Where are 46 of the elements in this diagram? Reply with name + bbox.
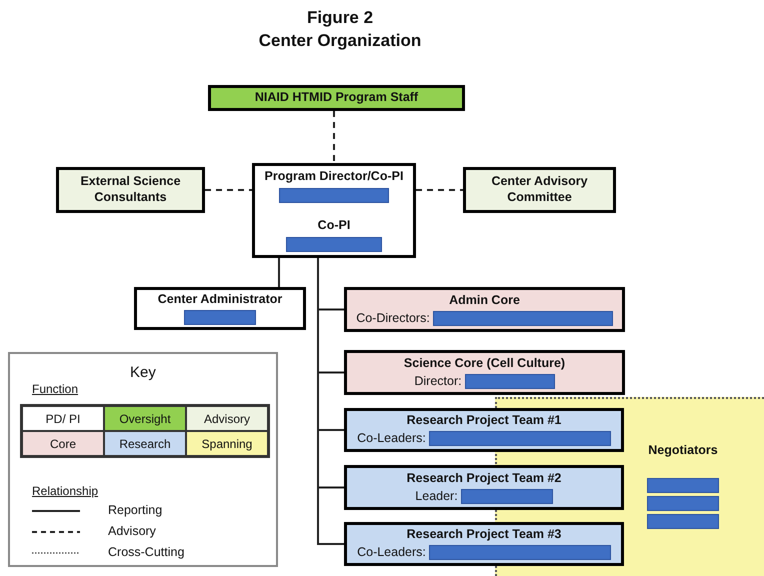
role-title: Program Director/Co-PI xyxy=(264,169,404,185)
section-heading: Relationship xyxy=(32,483,98,500)
role-label: Co-Directors: xyxy=(356,310,430,326)
org-box xyxy=(56,167,205,213)
advisory-connector xyxy=(205,189,252,191)
legend-label: PD/ PI xyxy=(46,410,80,428)
box-title: Research Project Team #1 xyxy=(406,413,562,429)
legend-label: Advisory xyxy=(204,410,250,428)
figure-number: Figure 2 xyxy=(306,7,374,29)
legend-label: Reporting xyxy=(108,502,162,520)
box-title: Science Core (Cell Culture) xyxy=(404,356,566,372)
role-label: Co-Leaders: xyxy=(357,431,426,447)
org-box xyxy=(344,522,624,566)
section-heading: Function xyxy=(32,381,78,398)
box-title: External Science Consultants xyxy=(79,174,182,206)
box-title: Center Advisory Committee xyxy=(490,174,589,206)
org-box xyxy=(344,350,625,395)
group-title: Negotiators xyxy=(648,443,718,459)
legend-label: Spanning xyxy=(202,436,252,452)
reporting-connector xyxy=(317,258,344,545)
role-label: Leader: xyxy=(415,488,458,504)
legend-label: Research xyxy=(119,436,171,452)
org-box xyxy=(252,163,416,258)
org-box xyxy=(463,167,616,213)
legend-label: Oversight xyxy=(119,410,171,428)
diagram-title: Center Organization xyxy=(258,30,422,52)
advisory-connector xyxy=(333,111,335,163)
org-box xyxy=(344,408,624,452)
box-title: Research Project Team #3 xyxy=(406,527,562,543)
key-heading: Key xyxy=(130,363,156,383)
role-label: Director: xyxy=(414,374,462,390)
org-box xyxy=(208,85,465,111)
role-title: Co-PI xyxy=(318,218,350,234)
box-title: Admin Core xyxy=(449,292,520,308)
org-box xyxy=(344,287,625,332)
advisory-connector xyxy=(416,189,463,191)
org-box xyxy=(344,465,624,510)
box-title: Research Project Team #2 xyxy=(406,470,562,486)
role-label: Co-Leaders: xyxy=(357,545,426,561)
org-box xyxy=(134,287,306,330)
reporting-connector xyxy=(278,258,280,287)
box-title: NIAID HTMID Program Staff xyxy=(254,90,418,106)
role-title: Center Administrator xyxy=(158,292,282,308)
legend-label: Advisory xyxy=(108,523,156,540)
legend-label: Cross-Cutting xyxy=(108,544,184,562)
legend-label: Core xyxy=(50,436,76,452)
